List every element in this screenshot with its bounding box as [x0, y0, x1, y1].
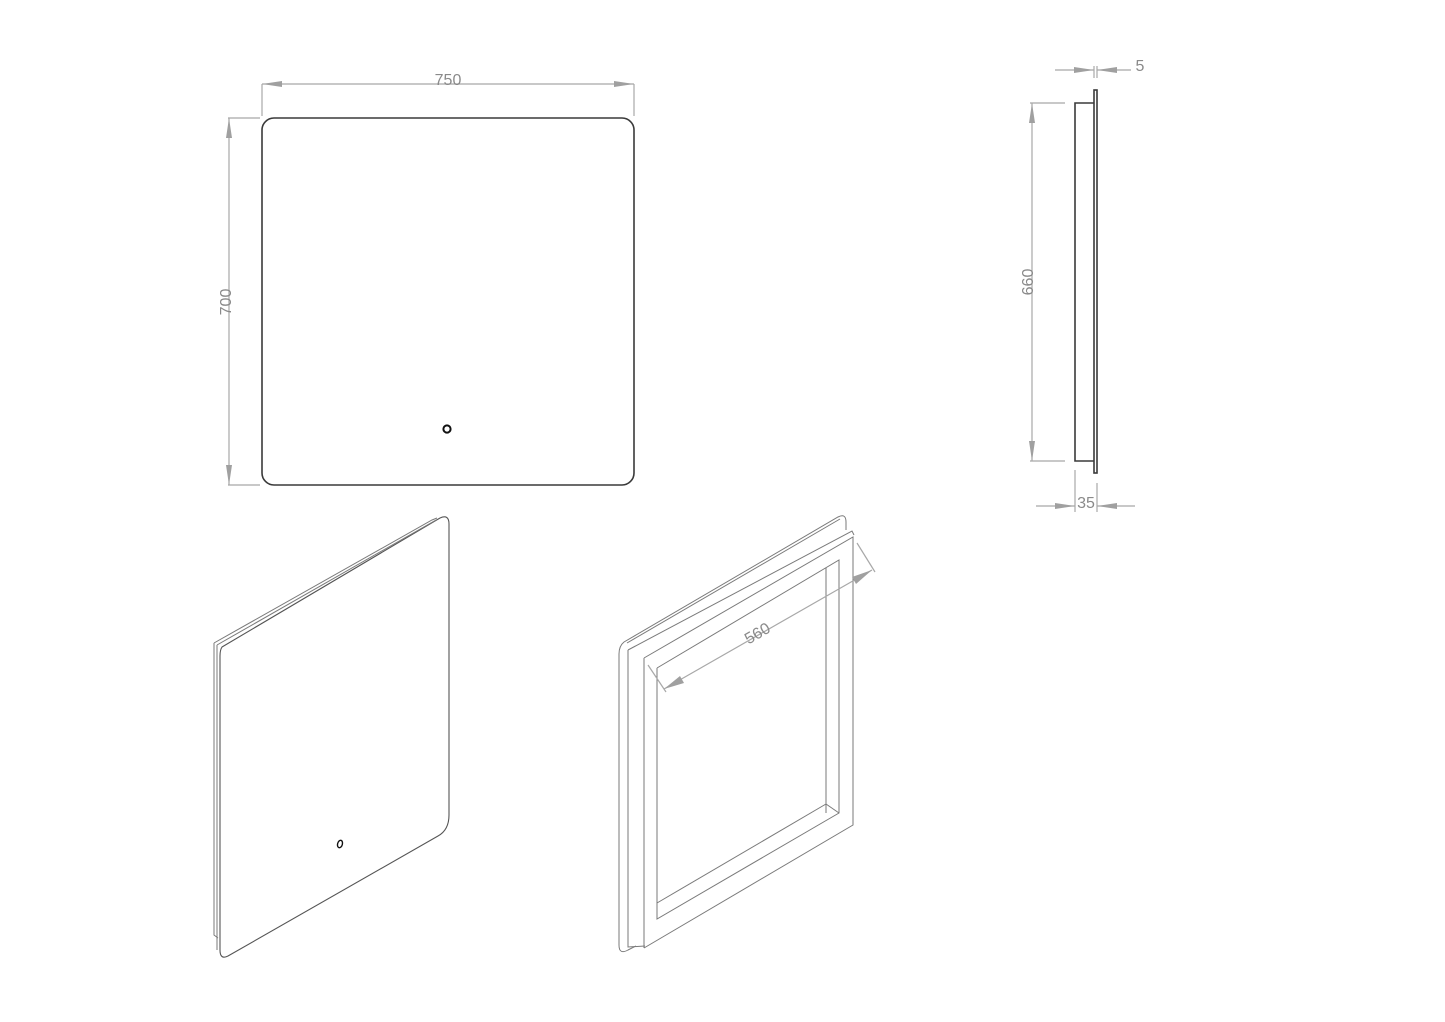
frame-width-dimension: 560	[647, 542, 876, 693]
side-view: 5 660 35	[1020, 58, 1145, 512]
height-dimension: 700	[218, 117, 260, 486]
thickness-label: 5	[1136, 58, 1145, 75]
box-height-dimension: 660	[1020, 102, 1065, 462]
mirror-glass-iso	[219, 516, 450, 958]
depth-dimension: 35	[1036, 470, 1135, 512]
front-view: 750 700	[218, 72, 635, 486]
thickness-dimension: 5	[1055, 58, 1145, 78]
touch-switch-icon	[336, 839, 344, 849]
depth-label: 35	[1077, 495, 1095, 512]
width-label: 750	[435, 72, 462, 89]
glass-panel	[1093, 89, 1098, 474]
width-dimension: 750	[261, 72, 635, 116]
back-box	[1074, 102, 1094, 462]
box-height-label: 660	[1020, 269, 1037, 296]
frame-width-label: 560	[742, 620, 774, 648]
height-label: 700	[218, 289, 235, 316]
touch-switch-icon	[442, 424, 452, 434]
iso-front-view	[213, 516, 450, 958]
mirror-front-outline	[261, 117, 635, 486]
iso-back-view: 560	[618, 515, 876, 953]
